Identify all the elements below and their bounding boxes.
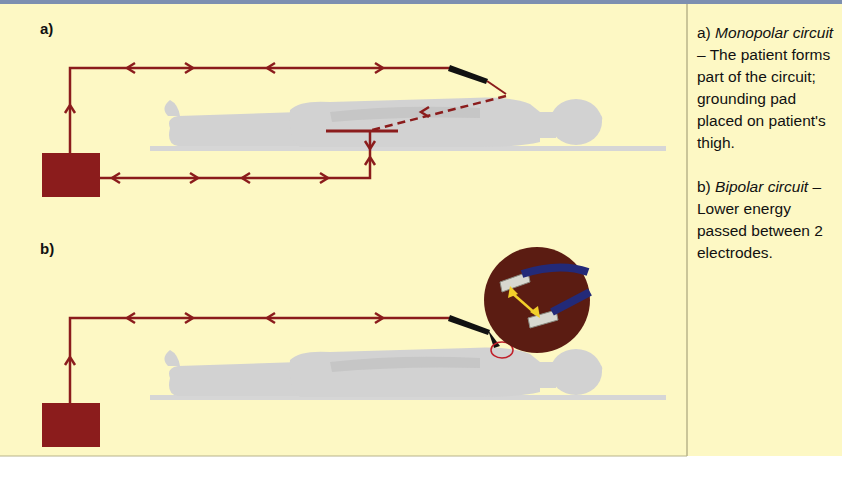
- panel-letter: a): [40, 20, 53, 37]
- caption-column: a) Monopolar circuit – The patient forms…: [697, 22, 839, 286]
- magnified-view: [484, 247, 590, 353]
- grounding-pad: [326, 130, 398, 133]
- panel-letter: b): [40, 240, 54, 257]
- caption-text: b): [697, 178, 711, 195]
- circuit-name: Bipolar circuit: [715, 178, 808, 195]
- caption-text: a): [697, 24, 711, 41]
- caption-paragraph: b) Bipolar circuit – Lower energy passed…: [697, 176, 839, 264]
- generator: [42, 153, 100, 197]
- caption-paragraph: a) Monopolar circuit – The patient forms…: [697, 22, 839, 154]
- circuit-name: Monopolar circuit: [715, 24, 833, 41]
- generator: [42, 403, 100, 447]
- caption-text: – The patient forms part of the circuit;…: [697, 46, 830, 151]
